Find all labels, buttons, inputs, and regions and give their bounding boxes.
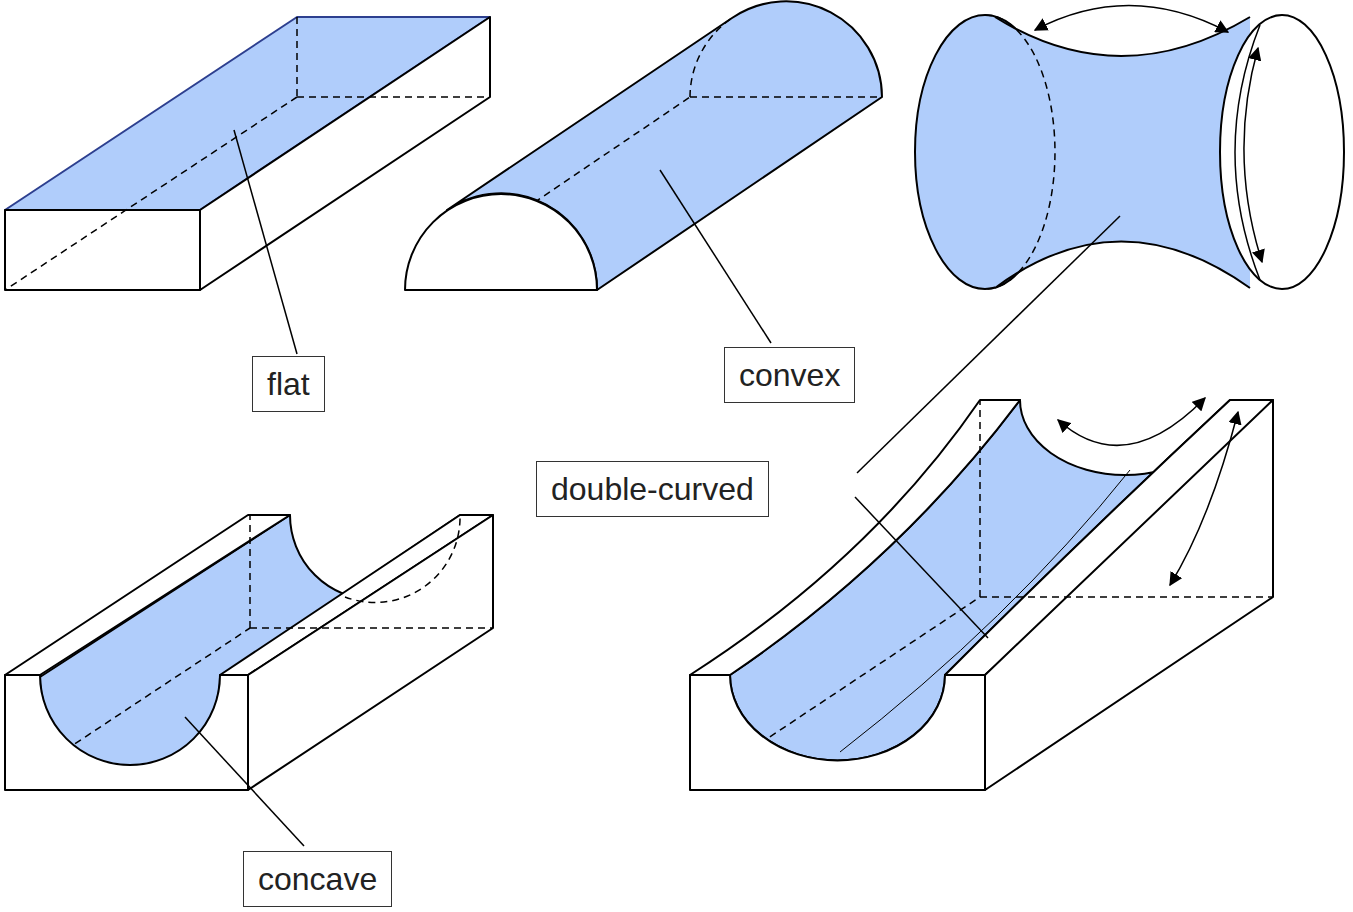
surface-label: double-curved (551, 470, 754, 508)
surface-label: flat (267, 365, 310, 403)
label-box: concave (243, 851, 392, 907)
flat-block (5, 17, 490, 354)
label-box: flat (252, 356, 325, 412)
label-box: double-curved (536, 461, 769, 517)
convex-half-cylinder (405, 1, 882, 343)
surface-label: convex (739, 356, 840, 394)
double-curved-groove-block (690, 398, 1273, 790)
concave-grooved-block (5, 515, 493, 846)
label-box: convex (724, 347, 855, 403)
surface-label: concave (258, 860, 377, 898)
